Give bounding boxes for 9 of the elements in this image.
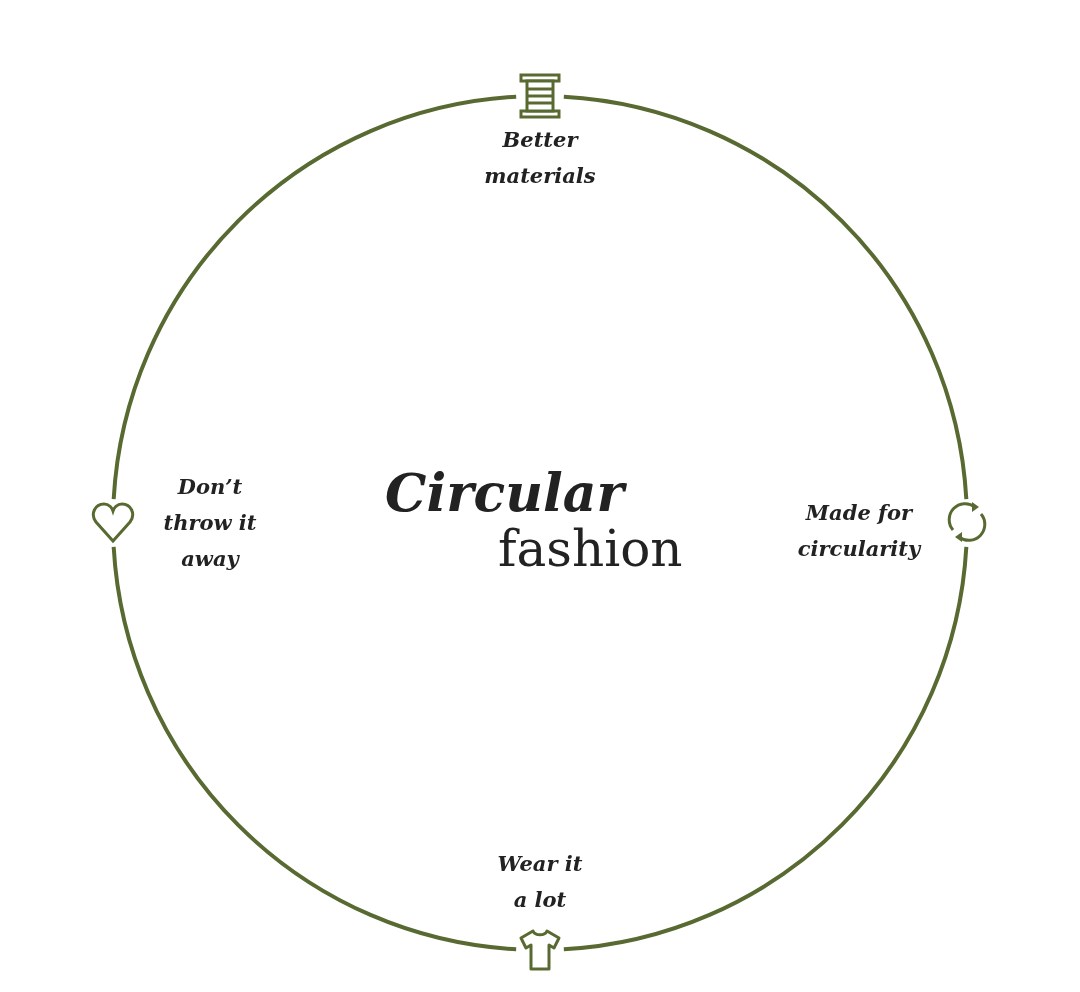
circle-arc: [111, 94, 517, 500]
circle-arc: [563, 546, 969, 952]
icon-caption: Made for circularity: [796, 499, 923, 563]
center-title: fashion: [498, 520, 683, 578]
circle-arc: [563, 94, 969, 500]
icon-caption: Wear it a lot: [496, 850, 584, 914]
circle-arc: [111, 546, 517, 952]
icon-caption: Better materials: [483, 126, 597, 190]
icon-caption: Don’t throw it away: [162, 473, 258, 573]
